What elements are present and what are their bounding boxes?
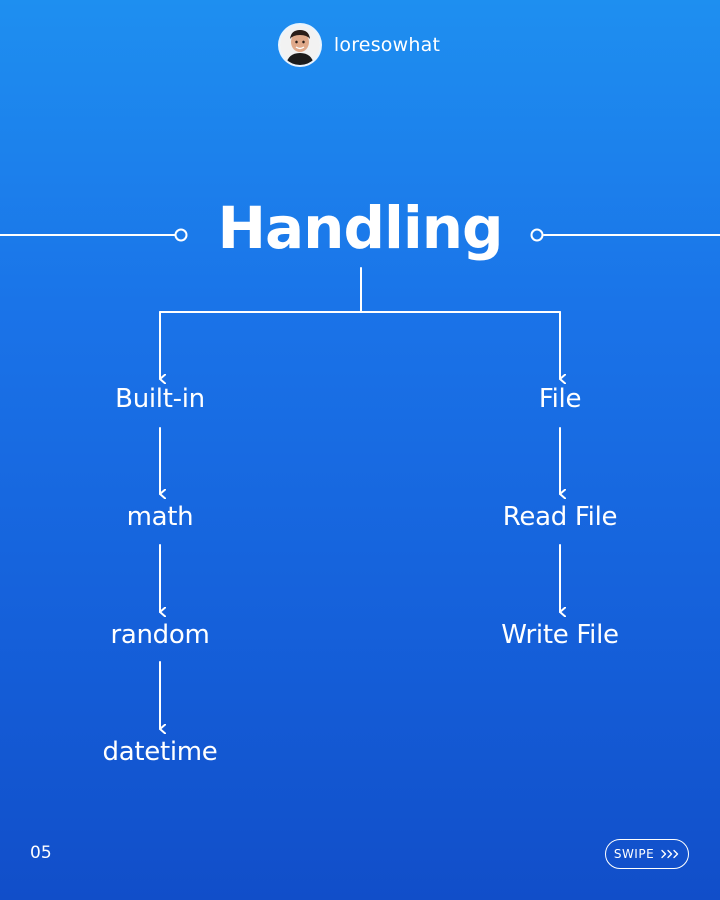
username[interactable]: loresowhat: [333, 34, 441, 56]
node-write-file: Write File: [501, 620, 619, 650]
node-math: math: [126, 502, 194, 532]
swipe-label: SWIPE: [613, 847, 655, 861]
page-number: 05: [30, 843, 52, 863]
swipe-button[interactable]: SWIPE: [605, 839, 689, 869]
diagram-title: Handling: [217, 194, 503, 262]
node-random: random: [110, 620, 210, 650]
person-avatar-icon: [279, 25, 320, 65]
triple-chevron-right-icon: [661, 849, 679, 859]
node-file: File: [538, 384, 582, 414]
node-read-file: Read File: [502, 502, 618, 532]
node-datetime: datetime: [102, 737, 218, 767]
profile-header: loresowhat: [0, 24, 720, 66]
avatar[interactable]: [279, 25, 320, 65]
node-built-in: Built-in: [115, 384, 205, 414]
